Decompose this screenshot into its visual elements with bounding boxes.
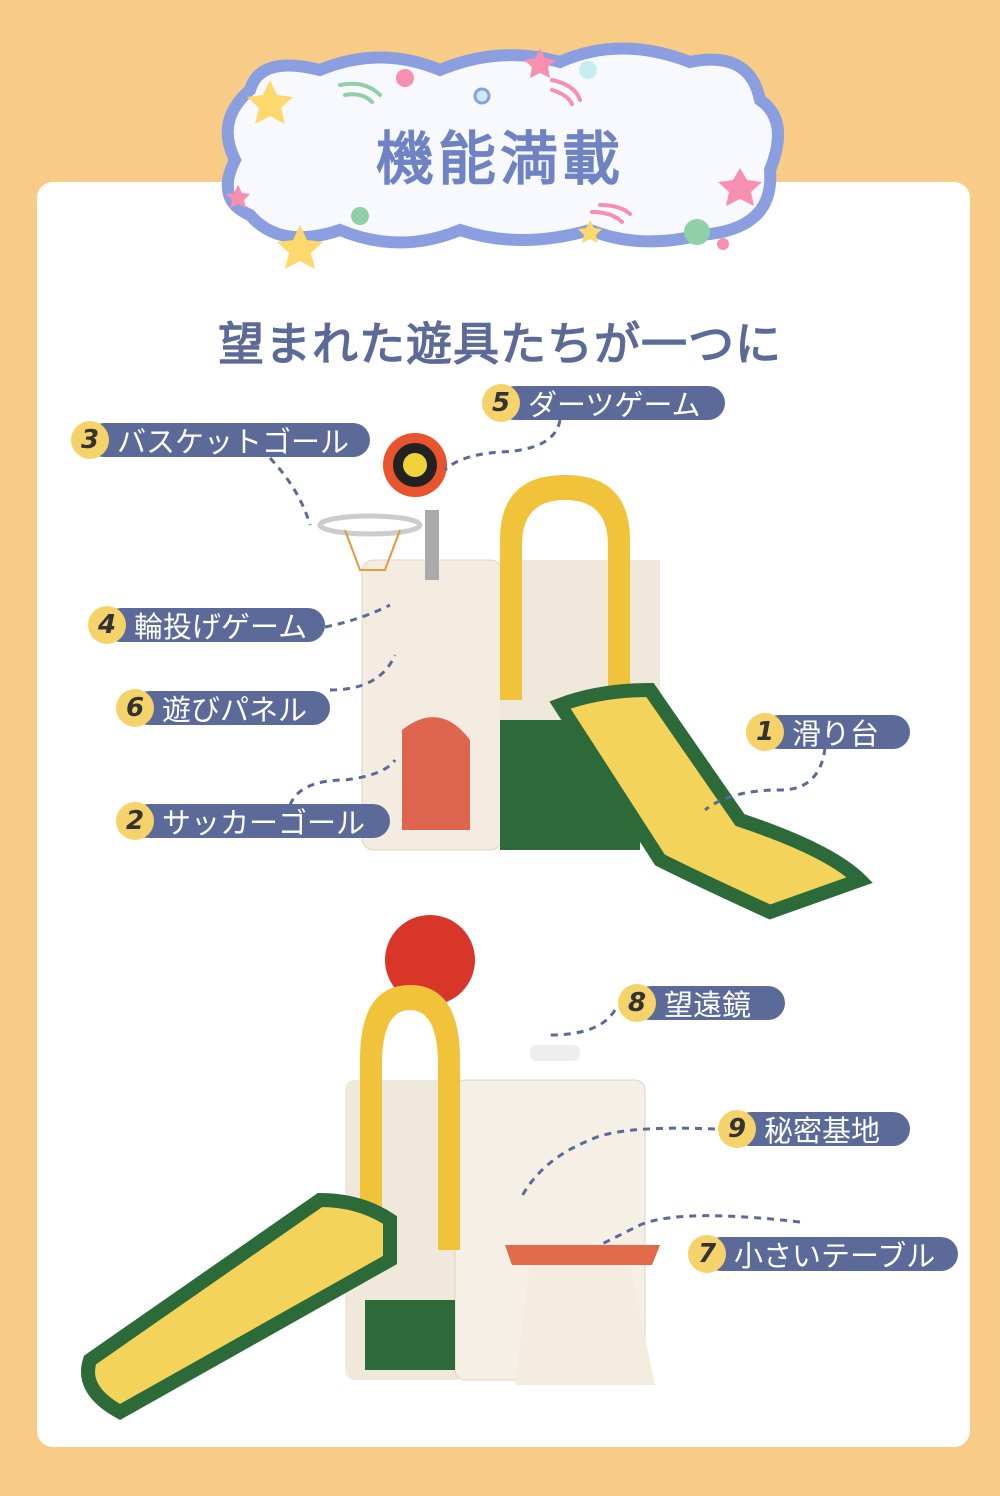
play-set-bottom-image xyxy=(81,915,660,1421)
star-icon xyxy=(226,185,250,208)
star-icon xyxy=(718,168,762,206)
star-icon xyxy=(578,220,602,243)
subtitle: 望まれた遊具たちが一つに xyxy=(218,317,782,371)
page-title: 機能満載 xyxy=(375,125,624,193)
cloud-frame-decoration xyxy=(221,42,784,269)
play-set-top-image xyxy=(317,433,873,920)
star-icon xyxy=(524,48,556,78)
star-icon xyxy=(247,80,293,124)
leader-lines xyxy=(268,419,827,1247)
star-icon xyxy=(277,225,323,269)
